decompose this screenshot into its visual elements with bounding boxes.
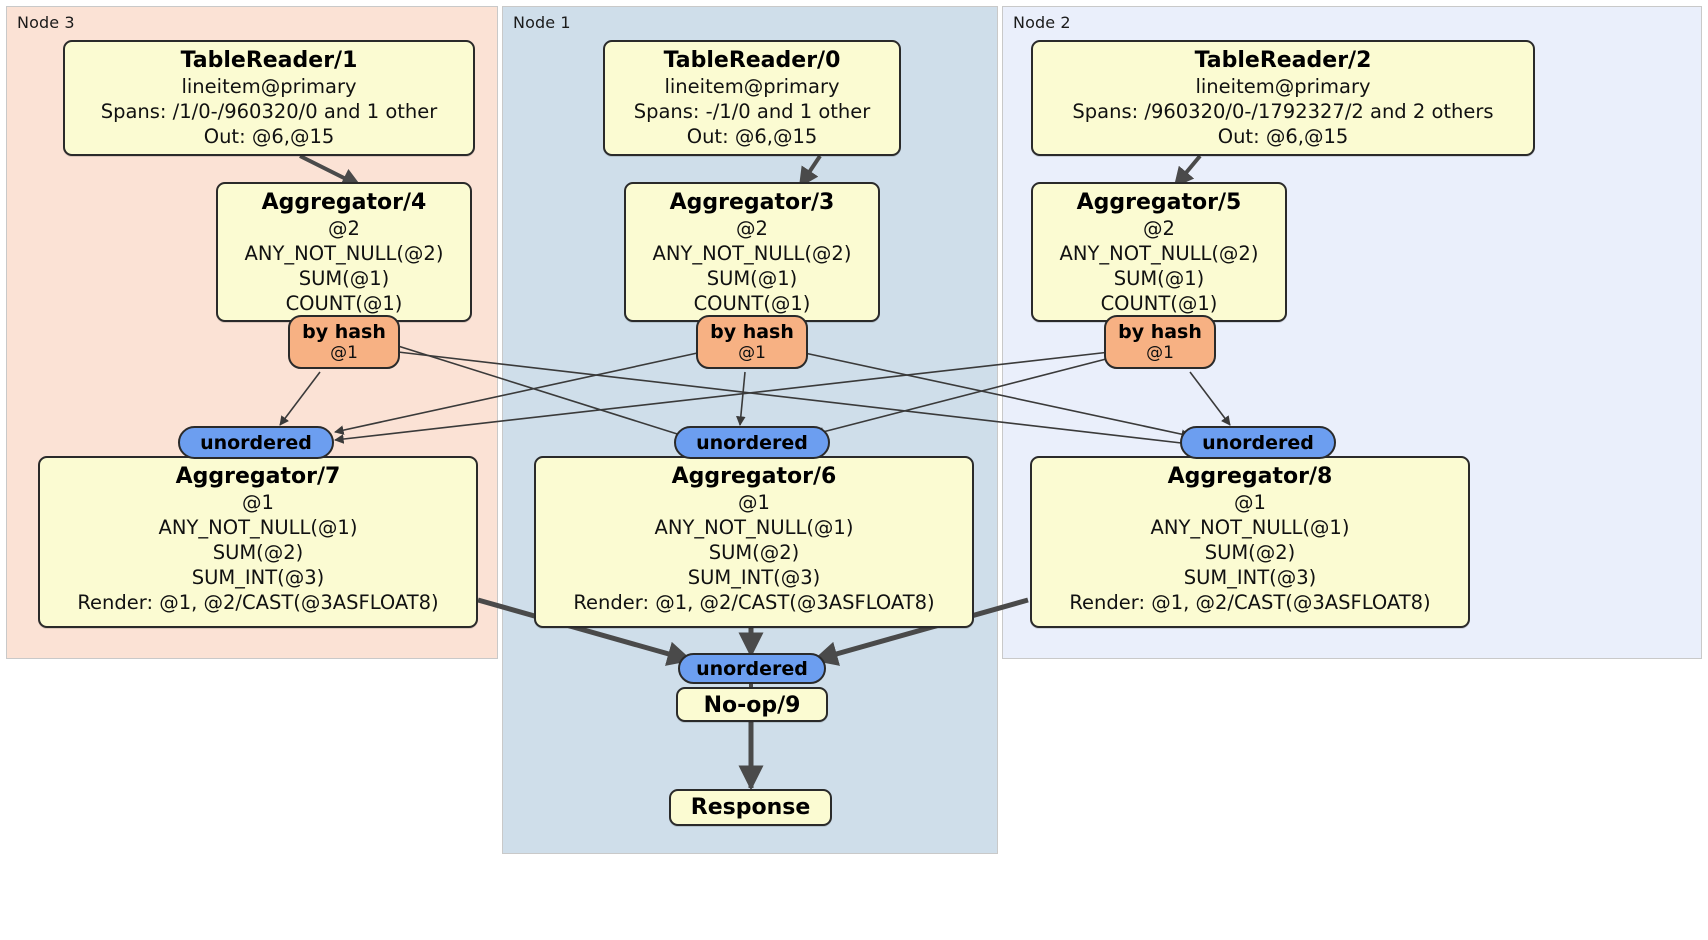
processor-box-aggregator-7[interactable]: Aggregator/7 @1 ANY_NOT_NULL(@1) SUM(@2)… xyxy=(38,456,478,628)
processor-box-noop-9[interactable]: No-op/9 xyxy=(676,687,828,722)
processor-title: Aggregator/4 xyxy=(261,190,427,215)
node-panel-label-node2: Node 2 xyxy=(1013,13,1071,32)
input-sync-unordered-right[interactable]: unordered xyxy=(1180,426,1336,459)
processor-detail-line: @1 xyxy=(1234,491,1266,514)
badge-title: unordered xyxy=(200,431,312,454)
input-sync-unordered-left[interactable]: unordered xyxy=(178,426,334,459)
processor-detail-line: SUM(@1) xyxy=(1113,267,1205,290)
processor-title: Aggregator/8 xyxy=(1167,464,1333,489)
badge-title: by hash xyxy=(710,320,794,343)
processor-detail-line: SUM(@2) xyxy=(708,541,800,564)
processor-detail-line: ANY_NOT_NULL(@2) xyxy=(244,242,444,265)
processor-detail-line: @1 xyxy=(242,491,274,514)
processor-render-line: Render: @1, @2/CAST(@3ASFLOAT8) xyxy=(1069,591,1431,614)
processor-title: TableReader/1 xyxy=(180,48,358,73)
processor-detail-line: Out: @6,@15 xyxy=(1217,125,1349,148)
processor-detail-line: SUM_INT(@3) xyxy=(687,566,821,589)
processor-detail-line: ANY_NOT_NULL(@1) xyxy=(158,516,358,539)
processor-box-table-reader-1[interactable]: TableReader/1 lineitem@primary Spans: /1… xyxy=(63,40,475,156)
processor-detail-line: lineitem@primary xyxy=(664,75,840,98)
processor-detail-line: ANY_NOT_NULL(@1) xyxy=(654,516,854,539)
input-sync-unordered-final[interactable]: unordered xyxy=(678,653,826,684)
processor-box-response[interactable]: Response xyxy=(669,789,832,826)
processor-detail-line: lineitem@primary xyxy=(181,75,357,98)
output-router-by-hash-left[interactable]: by hash @1 xyxy=(288,315,400,369)
processor-box-aggregator-6[interactable]: Aggregator/6 @1 ANY_NOT_NULL(@1) SUM(@2)… xyxy=(534,456,974,628)
processor-detail-line: SUM(@1) xyxy=(298,267,390,290)
output-router-by-hash-center[interactable]: by hash @1 xyxy=(696,315,808,369)
processor-detail-line: @2 xyxy=(1143,217,1175,240)
processor-render-line: Render: @1, @2/CAST(@3ASFLOAT8) xyxy=(77,591,439,614)
node-panel-label-node3: Node 3 xyxy=(17,13,75,32)
node-panel-label-node1: Node 1 xyxy=(513,13,571,32)
processor-detail-line: @2 xyxy=(736,217,768,240)
processor-detail-line: ANY_NOT_NULL(@2) xyxy=(652,242,852,265)
badge-subtitle: @1 xyxy=(330,342,358,363)
processor-detail-line: SUM(@2) xyxy=(1204,541,1296,564)
processor-detail-line: SUM(@1) xyxy=(706,267,798,290)
processor-title: Aggregator/7 xyxy=(175,464,341,489)
processor-box-table-reader-0[interactable]: TableReader/0 lineitem@primary Spans: -/… xyxy=(603,40,901,156)
processor-detail-line: SUM_INT(@3) xyxy=(1183,566,1317,589)
processor-title: TableReader/0 xyxy=(663,48,841,73)
badge-title: unordered xyxy=(696,657,808,680)
processor-detail-line: lineitem@primary xyxy=(1195,75,1371,98)
badge-subtitle: @1 xyxy=(1146,342,1174,363)
processor-detail-line: ANY_NOT_NULL(@2) xyxy=(1059,242,1259,265)
processor-detail-line: COUNT(@1) xyxy=(693,292,811,315)
processor-title: No-op/9 xyxy=(703,693,801,718)
input-sync-unordered-center[interactable]: unordered xyxy=(674,426,830,459)
output-router-by-hash-right[interactable]: by hash @1 xyxy=(1104,315,1216,369)
processor-title: TableReader/2 xyxy=(1194,48,1372,73)
processor-detail-line: Out: @6,@15 xyxy=(203,125,335,148)
processor-box-aggregator-5[interactable]: Aggregator/5 @2 ANY_NOT_NULL(@2) SUM(@1)… xyxy=(1031,182,1287,322)
processor-render-line: Render: @1, @2/CAST(@3ASFLOAT8) xyxy=(573,591,935,614)
processor-title: Aggregator/5 xyxy=(1076,190,1242,215)
processor-title: Aggregator/3 xyxy=(669,190,835,215)
processor-detail-line: Spans: /1/0-/960320/0 and 1 other xyxy=(100,100,438,123)
processor-title: Aggregator/6 xyxy=(671,464,837,489)
processor-detail-line: ANY_NOT_NULL(@1) xyxy=(1150,516,1350,539)
badge-subtitle: @1 xyxy=(738,342,766,363)
badge-title: unordered xyxy=(696,431,808,454)
badge-title: by hash xyxy=(302,320,386,343)
processor-detail-line: Spans: /960320/0-/1792327/2 and 2 others xyxy=(1072,100,1494,123)
badge-title: unordered xyxy=(1202,431,1314,454)
processor-detail-line: Spans: -/1/0 and 1 other xyxy=(633,100,871,123)
processor-title: Response xyxy=(690,795,811,820)
processor-box-table-reader-2[interactable]: TableReader/2 lineitem@primary Spans: /9… xyxy=(1031,40,1535,156)
badge-title: by hash xyxy=(1118,320,1202,343)
processor-detail-line: COUNT(@1) xyxy=(285,292,403,315)
processor-detail-line: Out: @6,@15 xyxy=(686,125,818,148)
processor-box-aggregator-8[interactable]: Aggregator/8 @1 ANY_NOT_NULL(@1) SUM(@2)… xyxy=(1030,456,1470,628)
processor-detail-line: SUM(@2) xyxy=(212,541,304,564)
processor-detail-line: @2 xyxy=(328,217,360,240)
processor-detail-line: COUNT(@1) xyxy=(1100,292,1218,315)
processor-box-aggregator-3[interactable]: Aggregator/3 @2 ANY_NOT_NULL(@2) SUM(@1)… xyxy=(624,182,880,322)
processor-box-aggregator-4[interactable]: Aggregator/4 @2 ANY_NOT_NULL(@2) SUM(@1)… xyxy=(216,182,472,322)
processor-detail-line: SUM_INT(@3) xyxy=(191,566,325,589)
processor-detail-line: @1 xyxy=(738,491,770,514)
